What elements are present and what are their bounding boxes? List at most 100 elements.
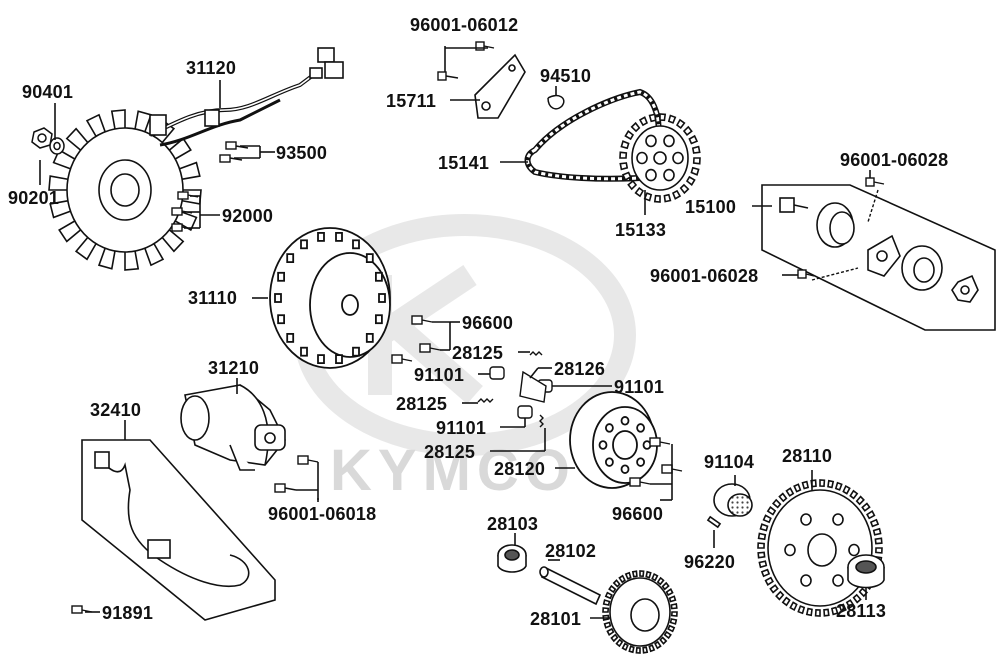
sprocket-tooth bbox=[634, 186, 645, 198]
gear-tooth bbox=[760, 568, 771, 578]
label-96001-06018: 96001-06018 bbox=[268, 504, 377, 524]
idle-gear-tooth bbox=[663, 630, 672, 640]
gear-tooth bbox=[838, 603, 847, 613]
gear-tooth bbox=[757, 551, 766, 559]
sprocket-tooth bbox=[663, 193, 672, 203]
starter-clutch-frame bbox=[761, 184, 996, 331]
gear-tooth bbox=[771, 498, 782, 509]
label-15100: 15100 bbox=[685, 197, 737, 217]
label-28126: 28126 bbox=[554, 359, 606, 379]
starter-bolts bbox=[274, 455, 319, 493]
flywheel-slot bbox=[365, 332, 374, 343]
idle-gear-tooth bbox=[612, 579, 621, 588]
gear-hole bbox=[800, 513, 812, 526]
flywheel-slot bbox=[374, 314, 383, 325]
sprocket-tooth bbox=[682, 125, 693, 137]
label-28101: 28101 bbox=[530, 609, 582, 629]
gear-tooth bbox=[855, 495, 865, 506]
gear-tooth bbox=[757, 532, 767, 541]
gear-tooth bbox=[785, 487, 795, 497]
gear-tooth bbox=[814, 608, 821, 617]
flywheel-slot bbox=[365, 253, 374, 264]
label-93500: 93500 bbox=[276, 143, 328, 163]
label-96220: 96220 bbox=[684, 552, 736, 572]
sprocket-tooth bbox=[653, 194, 661, 203]
starter-clutch-part bbox=[569, 391, 658, 489]
sprocket-tooth bbox=[692, 157, 701, 165]
label-91101-right: 91101 bbox=[614, 377, 665, 397]
idle-gear-tooth bbox=[621, 642, 629, 652]
sprocket-hole bbox=[636, 151, 648, 165]
nut-part bbox=[31, 127, 65, 155]
clutch-hole bbox=[598, 440, 608, 450]
sprocket-hole bbox=[645, 168, 657, 182]
stator-part bbox=[48, 47, 344, 271]
sprocket-tooth bbox=[630, 121, 641, 133]
label-90401: 90401 bbox=[22, 82, 74, 102]
label-15711: 15711 bbox=[386, 91, 437, 111]
idle-gear-tooth bbox=[651, 572, 659, 582]
gear-tooth bbox=[869, 518, 880, 528]
label-91101-left: 91101 bbox=[414, 365, 465, 385]
sprocket-tooth bbox=[688, 134, 699, 145]
flywheel-slot bbox=[277, 314, 286, 325]
gear-tooth bbox=[866, 510, 876, 520]
gear-tooth bbox=[775, 590, 785, 601]
label-28110: 28110 bbox=[782, 446, 833, 466]
gear-tooth bbox=[805, 607, 813, 617]
gear-tooth bbox=[764, 576, 774, 586]
sprocket-part bbox=[619, 113, 701, 203]
flywheel-slot bbox=[277, 271, 286, 282]
clutch-rollers bbox=[477, 351, 553, 428]
gear-tooth bbox=[842, 484, 851, 495]
label-28125-top: 28125 bbox=[452, 343, 504, 363]
idle-gear-tooth bbox=[618, 574, 626, 584]
label-91104: 91104 bbox=[704, 452, 755, 472]
idle-gear-tooth bbox=[670, 611, 678, 617]
gear-tooth bbox=[778, 492, 788, 503]
label-28102: 28102 bbox=[545, 541, 597, 561]
sprocket-tooth bbox=[624, 130, 635, 141]
idle-gear-tooth bbox=[604, 591, 613, 600]
flywheel-part bbox=[269, 227, 391, 369]
gear-tooth bbox=[797, 605, 806, 615]
label-15141: 15141 bbox=[438, 153, 490, 173]
idle-gear-tooth bbox=[602, 599, 611, 606]
gear-tooth bbox=[757, 542, 765, 549]
sprocket-tooth bbox=[638, 116, 649, 127]
sprocket-hole bbox=[663, 168, 675, 182]
idle-gear-tooth bbox=[645, 570, 652, 579]
clutch-hole bbox=[605, 423, 614, 433]
flywheel-slot bbox=[300, 346, 308, 357]
label-96600-lower: 96600 bbox=[612, 504, 664, 524]
gear-tooth bbox=[861, 502, 871, 512]
flywheel-slot bbox=[378, 293, 386, 303]
gear-tooth bbox=[852, 593, 862, 604]
sprocket-tooth bbox=[675, 118, 686, 130]
idle-gear-tooth bbox=[661, 581, 670, 591]
clutch-hole bbox=[636, 457, 645, 467]
label-31120: 31120 bbox=[186, 58, 237, 78]
clip-94510 bbox=[547, 94, 565, 110]
needle-bearing-part bbox=[706, 483, 753, 529]
sprocket-tooth bbox=[648, 113, 657, 123]
gear-tooth bbox=[827, 479, 835, 489]
label-32410: 32410 bbox=[90, 400, 142, 420]
clutch-hole bbox=[636, 423, 645, 433]
idle-gear-part bbox=[497, 544, 678, 654]
idle-gear-tooth bbox=[628, 645, 635, 654]
chain-guide-part bbox=[474, 53, 526, 119]
flywheel-slot bbox=[317, 231, 325, 242]
idle-gear-tooth bbox=[639, 570, 645, 578]
gear-tooth bbox=[769, 584, 779, 594]
label-28125-bottom: 28125 bbox=[424, 442, 476, 462]
flywheel-slot bbox=[286, 332, 295, 343]
sprocket-hole bbox=[672, 151, 684, 165]
flywheel-slot bbox=[335, 354, 343, 365]
idle-gear-tooth bbox=[659, 636, 668, 645]
idle-gear-tooth bbox=[631, 570, 638, 578]
label-31110: 31110 bbox=[188, 288, 238, 308]
idle-gear-tooth bbox=[656, 576, 665, 586]
idle-gear-tooth bbox=[665, 588, 674, 597]
